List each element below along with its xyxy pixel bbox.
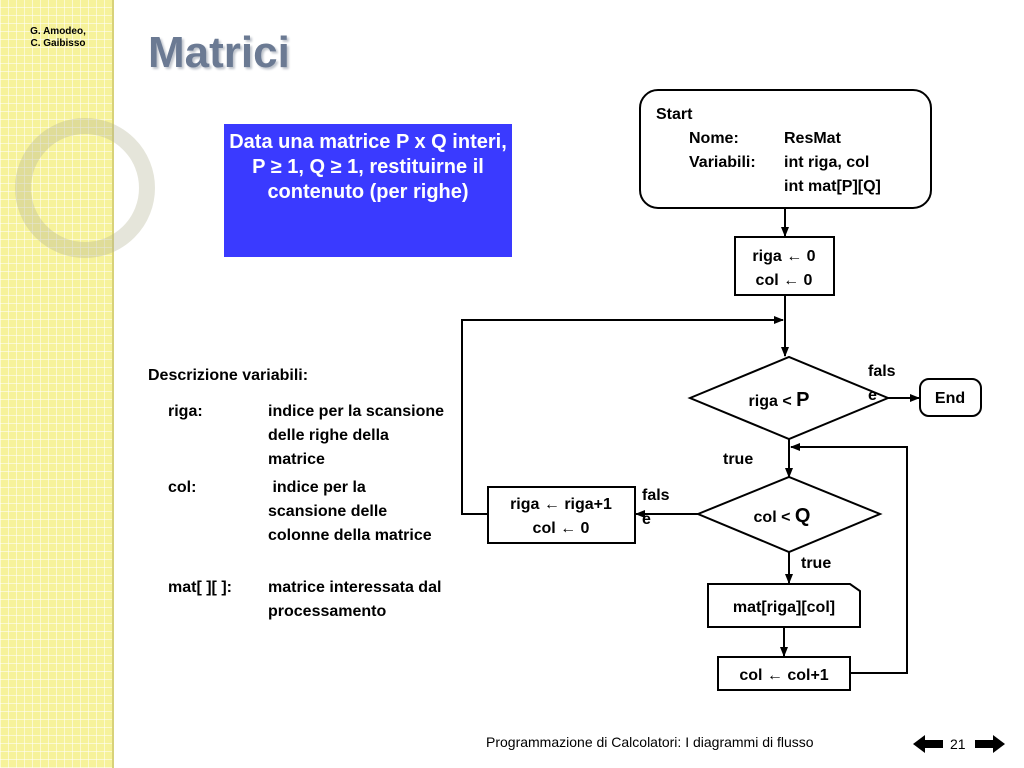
increment-row-box <box>487 486 636 544</box>
start-title: Start <box>656 106 693 123</box>
output-box <box>707 583 861 628</box>
false-label-1-line2: e <box>868 387 877 404</box>
loop-back-arrow-col <box>790 443 908 674</box>
condition-riga-label: riga < <box>749 393 797 410</box>
end-label: End <box>935 390 965 407</box>
increment-row-line2: col ← 0 <box>533 520 590 537</box>
init-box <box>734 236 835 296</box>
authors: G. Amodeo, C. Gaibisso <box>8 26 108 50</box>
variable-name: riga: <box>168 403 203 420</box>
true-label-1: true <box>723 451 753 468</box>
false-label-1-line1: fals <box>868 363 896 380</box>
condition-col-label: col < <box>754 509 795 526</box>
author-line-2: C. Gaibisso <box>30 38 86 49</box>
variables-title: Descrizione variabili: <box>148 367 309 384</box>
variable-description: indice per la scansione delle colonne de… <box>268 479 432 544</box>
start-nome-value: ResMat <box>784 130 842 147</box>
previous-arrow-icon[interactable] <box>913 734 945 754</box>
output-label: mat[riga][col] <box>733 599 835 616</box>
variable-description: indice per la scansione delle righe dell… <box>268 403 445 468</box>
start-variables-line2: int mat[P][Q] <box>784 178 881 195</box>
variable-description: matrice interessata dal processamento <box>268 579 442 620</box>
condition-riga-var: P <box>796 389 809 411</box>
footer-text: Programmazione di Calcolatori: I diagram… <box>486 734 814 750</box>
condition-col-var: Q <box>795 505 811 527</box>
false-label-2-line1: fals <box>642 487 670 504</box>
increment-col-label: col ← col+1 <box>739 667 828 684</box>
false-label-2-line2: e <box>642 511 651 528</box>
start-variables-line1: int riga, col <box>784 154 869 171</box>
condition-col-diamond <box>695 475 883 554</box>
condition-col-text: col < Q <box>754 505 811 527</box>
true-label-2: true <box>801 555 831 572</box>
increment-col-box <box>717 656 851 691</box>
problem-statement: Data una matrice P x Q interi, P ≥ 1, Q … <box>224 124 512 257</box>
init-line2: col ← 0 <box>756 272 813 289</box>
author-line-1: G. Amodeo, <box>30 26 86 37</box>
variable-name: col: <box>168 479 197 496</box>
increment-row-line1: riga ← riga+1 <box>510 496 612 513</box>
start-nome-label: Nome: <box>689 130 739 147</box>
sidebar-edge <box>112 0 114 768</box>
variable-name: mat[ ][ ]: <box>168 579 232 596</box>
start-variables-label: Variabili: <box>689 154 756 171</box>
init-line1: riga ← 0 <box>752 248 815 265</box>
next-arrow-icon[interactable] <box>975 734 1007 754</box>
page-number: 21 <box>950 736 966 752</box>
page-title: Matrici <box>148 28 290 77</box>
condition-riga-text: riga < P <box>749 389 810 411</box>
end-box <box>919 378 982 417</box>
loop-back-arrow-row <box>461 316 784 515</box>
